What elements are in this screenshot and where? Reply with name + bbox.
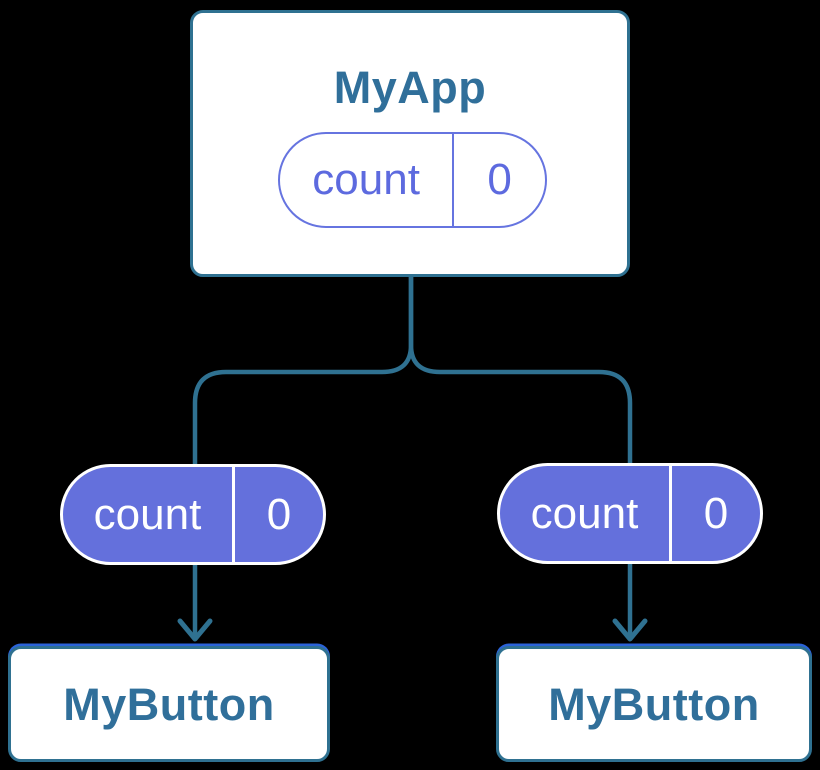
mybutton-node-right: MyButton [496, 646, 812, 762]
prop-value: 0 [669, 466, 760, 561]
prop-pill-left: count 0 [60, 464, 326, 565]
prop-pill-right: count 0 [497, 463, 763, 564]
mybutton-title: MyButton [63, 678, 275, 730]
prop-label: count [93, 489, 202, 539]
prop-label: count [530, 488, 639, 538]
myapp-title: MyApp [333, 62, 487, 113]
connector-branch-right [408, 277, 633, 637]
arrowhead-left-icon [177, 618, 213, 642]
mybutton-node-left: MyButton [8, 646, 330, 762]
arrowhead-right-icon [612, 618, 648, 642]
state-value: 0 [452, 134, 545, 226]
mybutton-title: MyButton [548, 678, 760, 730]
prop-value: 0 [232, 467, 323, 562]
state-label: count [312, 155, 420, 204]
myapp-state-pill: count 0 [278, 132, 547, 228]
connector-branch-left [192, 277, 414, 637]
